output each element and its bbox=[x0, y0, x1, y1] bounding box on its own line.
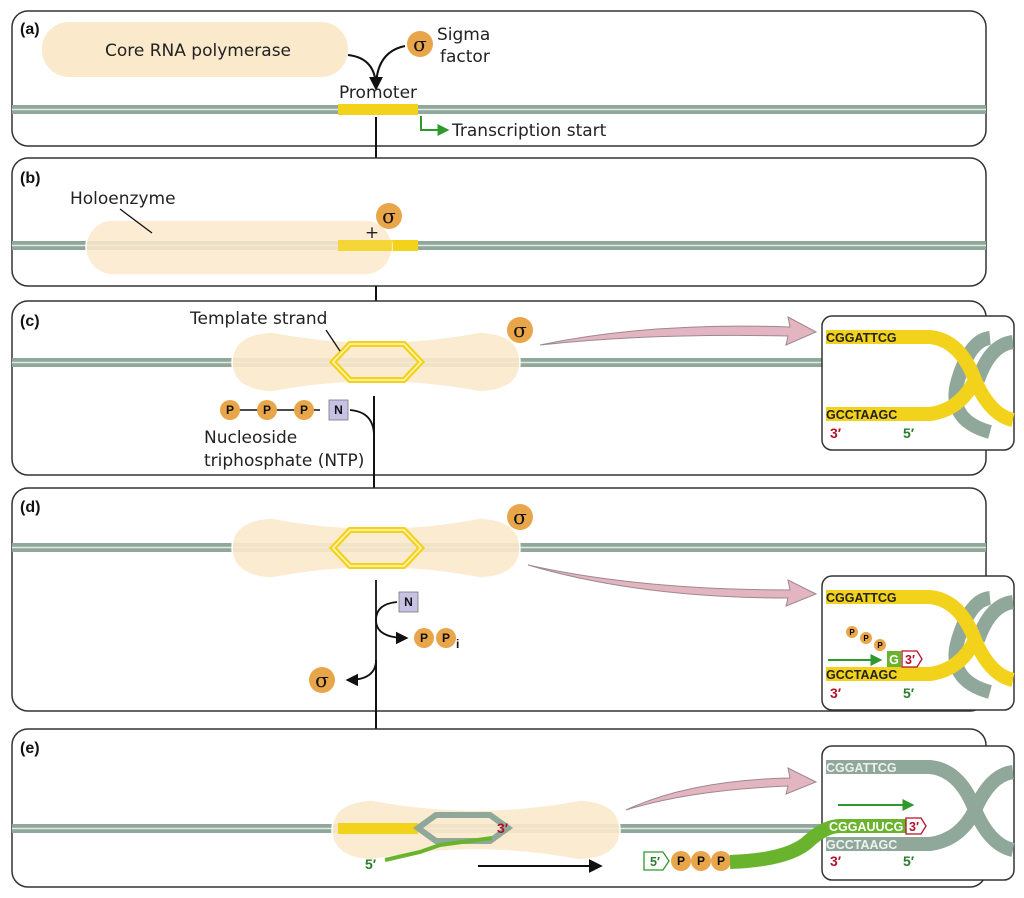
inset-e: CGGATTCG CGGAUUCG 3′ GCCTAAGC 3′ 5′ bbox=[729, 745, 1016, 881]
panel-d: (d) σ N P P i σ bbox=[11, 487, 987, 712]
zoom-arrow-e bbox=[625, 767, 818, 811]
template-strand-leader bbox=[325, 329, 341, 352]
sigma-factor-circle bbox=[407, 31, 433, 57]
five-prime-label: 5′ bbox=[650, 855, 660, 869]
sigma-d-symbol: σ bbox=[513, 505, 527, 529]
inset-d-ppp: P P P bbox=[846, 626, 886, 651]
rna-ppp: P P P bbox=[671, 851, 731, 871]
inset-e-end5: 5′ bbox=[903, 853, 915, 869]
holoenzyme-label: Holoenzyme bbox=[70, 189, 176, 209]
ntp-label-line2: triphosphate (NTP) bbox=[204, 451, 364, 471]
inset-c: CGGATTCG GCCTAAGC 3′ 5′ bbox=[821, 315, 1016, 451]
incoming-n: N bbox=[398, 591, 419, 613]
inset-e-rna3: 3′ bbox=[909, 820, 919, 834]
inset-c-end5: 5′ bbox=[903, 425, 915, 441]
svg-text:P: P bbox=[300, 403, 308, 417]
polymerase-e bbox=[331, 799, 621, 861]
svg-text:N: N bbox=[404, 595, 413, 609]
polymerase-c bbox=[231, 331, 521, 393]
sigma-c-symbol: σ bbox=[513, 318, 527, 342]
svg-text:P: P bbox=[420, 631, 428, 645]
plus-sign: + bbox=[365, 223, 379, 243]
svg-text:P: P bbox=[442, 631, 450, 645]
polymerase-d bbox=[231, 517, 521, 579]
inset-e-bottom-seq: GCCTAAGC bbox=[826, 838, 897, 852]
panel-a-tag: (a) bbox=[20, 21, 40, 38]
inset-d-end3: 3′ bbox=[830, 685, 842, 701]
promoter-region bbox=[338, 104, 418, 115]
svg-text:P: P bbox=[717, 854, 725, 868]
transcription-start-label: Transcription start bbox=[451, 121, 607, 141]
ntp-n: N bbox=[328, 399, 349, 421]
inset-c-bottom-strand bbox=[826, 376, 982, 421]
svg-text:G: G bbox=[889, 653, 899, 667]
sigma-bound-circle bbox=[376, 203, 402, 229]
inset-e-3prime-tag bbox=[905, 817, 927, 835]
transcription-start-arrow bbox=[420, 116, 450, 136]
ppi-p2: P bbox=[436, 628, 456, 648]
inset-c-end3: 3′ bbox=[830, 425, 842, 441]
sigma-bound-symbol: σ bbox=[382, 204, 396, 228]
ntp-p3: P bbox=[294, 400, 314, 420]
core-polymerase bbox=[42, 22, 348, 77]
nascent-rna-e bbox=[384, 836, 493, 862]
panel-c-tag: (c) bbox=[20, 313, 40, 330]
template-strand-label: Template strand bbox=[189, 309, 327, 329]
panel-c: (c) Template strand σ P P P N Nucleoside bbox=[11, 300, 987, 476]
rna-3prime-label: 3′ bbox=[497, 820, 509, 836]
panel-e: (e) 3′ 5′ 5′ P P P bbox=[11, 728, 987, 888]
inset-d-top-seq: CGGATTCG bbox=[826, 591, 897, 605]
ntp-p2: P bbox=[257, 400, 277, 420]
released-sigma-circle bbox=[309, 667, 335, 693]
inset-e-rna-seq: CGGAUUCG bbox=[829, 820, 903, 834]
inset-d: CGGATTCG GCCTAAGC P P P G 3′ 3′ 5′ bbox=[821, 575, 1016, 711]
sigma-label-line2: factor bbox=[440, 47, 490, 67]
promoter-label: Promoter bbox=[339, 83, 417, 103]
inset-d-g-nucleotide bbox=[887, 651, 901, 667]
sigma-label-line1: Sigma bbox=[437, 25, 490, 45]
inset-c-top-strand bbox=[826, 330, 1016, 427]
panel-a: (a) Core RNA polymerase σ Sigma factor P… bbox=[11, 10, 987, 147]
panel-b: (b) σ + Holoenzyme bbox=[11, 157, 987, 287]
inset-c-top-seq: CGGATTCG bbox=[826, 331, 897, 345]
svg-text:P: P bbox=[226, 403, 234, 417]
inset-e-rna-strand bbox=[729, 819, 910, 869]
sigma-d-circle bbox=[507, 504, 533, 530]
panel-b-tag: (b) bbox=[20, 170, 40, 187]
svg-text:P: P bbox=[849, 628, 855, 637]
inset-c-bottom-seq: GCCTAAGC bbox=[826, 408, 897, 422]
transcription-bubble-e bbox=[412, 812, 514, 844]
ntp-p1: P bbox=[220, 400, 240, 420]
inset-d-3prime-tag bbox=[901, 650, 923, 668]
rna-5prime-label: 5′ bbox=[365, 856, 377, 872]
ppi-p1: P bbox=[414, 628, 434, 648]
combine-arrow bbox=[347, 45, 406, 88]
svg-text:P: P bbox=[697, 854, 705, 868]
inset-d-new3: 3′ bbox=[905, 653, 915, 667]
svg-text:P: P bbox=[263, 403, 271, 417]
zoom-arrow-d bbox=[527, 564, 818, 607]
sigma-c-circle bbox=[507, 317, 533, 343]
ntp-label-line1: Nucleoside bbox=[204, 428, 297, 448]
inset-e-end3: 3′ bbox=[830, 853, 842, 869]
inset-e-top-seq: CGGATTCG bbox=[826, 761, 897, 775]
inset-d-end5: 5′ bbox=[903, 685, 915, 701]
svg-text:P: P bbox=[863, 634, 869, 643]
svg-text:N: N bbox=[334, 403, 343, 417]
sigma-symbol: σ bbox=[413, 32, 427, 56]
panel-d-tag: (d) bbox=[20, 499, 40, 516]
holoenzyme-leader bbox=[119, 208, 153, 234]
core-polymerase-label: Core RNA polymerase bbox=[105, 41, 291, 61]
five-prime-tag bbox=[643, 851, 670, 871]
zoom-arrow-c bbox=[539, 316, 818, 346]
released-sigma-symbol: σ bbox=[315, 668, 329, 692]
svg-text:P: P bbox=[877, 641, 883, 650]
pi-subscript: i bbox=[456, 637, 459, 651]
promoter-region-e bbox=[338, 823, 418, 834]
svg-text:P: P bbox=[677, 854, 685, 868]
panel-e-tag: (e) bbox=[20, 740, 40, 757]
inset-d-bottom-seq: GCCTAAGC bbox=[826, 668, 897, 682]
